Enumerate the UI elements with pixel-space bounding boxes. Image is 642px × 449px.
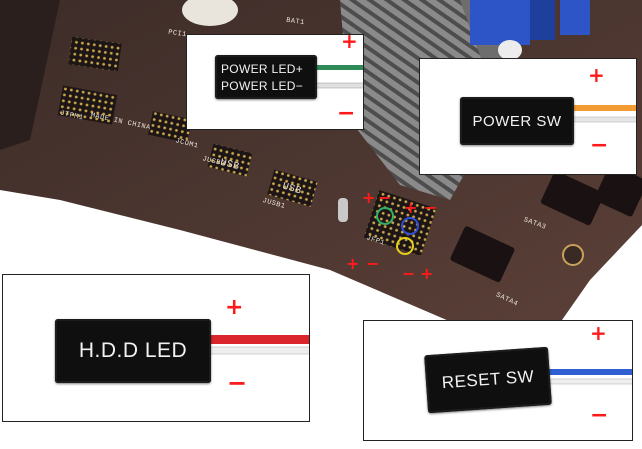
power-led-connector: POWER LED+ POWER LED−: [215, 55, 317, 99]
header-marker-minus: −: [378, 190, 391, 206]
power-led-plus-sign: +: [341, 34, 358, 51]
power-sw-plus-sign: +: [588, 65, 605, 85]
dimm-slot: [470, 0, 530, 45]
hdd-led-minus-sign: −: [227, 371, 247, 395]
power-sw-minus-sign: −: [590, 135, 608, 157]
power-sw-label: POWER SW: [473, 113, 562, 130]
header-marker-plus: +: [346, 256, 359, 272]
header-marker-plus: +: [420, 266, 433, 282]
hdd-led-plus-sign: +: [225, 297, 243, 319]
power-led-plus-label: POWER LED+: [221, 62, 303, 76]
power-sw-connector: POWER SW: [460, 97, 574, 145]
reset-sw-connector: RESET SW: [424, 347, 552, 414]
header-marker-minus: −: [424, 200, 437, 216]
header-marker-minus: −: [402, 266, 415, 282]
inset-hdd-led: H.D.D LED + −: [2, 274, 310, 422]
inset-reset-sw: RESET SW + −: [363, 320, 633, 441]
reset-sw-minus-sign: −: [590, 405, 608, 427]
power-led-minus-label: POWER LED−: [221, 79, 303, 93]
hdd-led-connector: H.D.D LED: [55, 319, 211, 383]
header-marker-plus: +: [404, 200, 417, 216]
inset-power-led: POWER LED+ POWER LED− + −: [186, 34, 364, 130]
header-marker-minus: −: [366, 256, 379, 272]
inset-power-sw: POWER SW + −: [419, 58, 637, 175]
power-led-minus-sign: −: [337, 103, 355, 125]
hdd-led-label: H.D.D LED: [79, 339, 187, 363]
reset-sw-plus-sign: +: [590, 323, 607, 343]
header-marker-plus: +: [362, 190, 375, 206]
reset-sw-label: RESET SW: [441, 367, 535, 393]
